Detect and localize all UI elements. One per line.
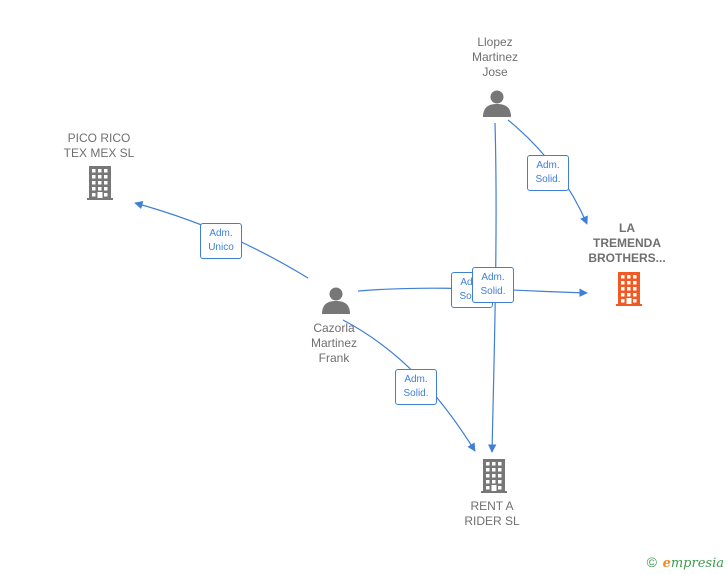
node-label-llopez[interactable]: Llopez Martinez Jose xyxy=(471,35,518,79)
building-icon[interactable] xyxy=(616,272,642,306)
node-label-cazorla[interactable]: Cazorla Martinez Frank xyxy=(310,321,357,365)
edge-label-llopez-tremenda[interactable]: Adm. Solid. xyxy=(527,155,569,191)
empresia-logo: empresia xyxy=(662,556,724,571)
footer-credit: © empresia xyxy=(647,554,724,571)
edge-label-llopez-rent[interactable]: Adm. Solid. xyxy=(472,267,514,303)
node-label-pico[interactable]: PICO RICO TEX MEX SL xyxy=(63,131,135,160)
person-icon[interactable] xyxy=(483,90,511,118)
edge-label-cazorla-pico[interactable]: Adm. Unico xyxy=(200,223,242,259)
copyright-symbol: © xyxy=(646,554,657,570)
edges-layer xyxy=(134,119,588,453)
node-label-tremenda[interactable]: LA TREMENDA BROTHERS... xyxy=(588,221,666,265)
edge-label-cazorla-rent[interactable]: Adm. Solid. xyxy=(395,369,437,405)
node-label-rent[interactable]: RENT A RIDER SL xyxy=(464,499,520,528)
nodes-layer xyxy=(87,90,642,493)
person-icon[interactable] xyxy=(322,287,350,315)
building-icon[interactable] xyxy=(87,166,113,200)
building-icon[interactable] xyxy=(481,459,507,493)
